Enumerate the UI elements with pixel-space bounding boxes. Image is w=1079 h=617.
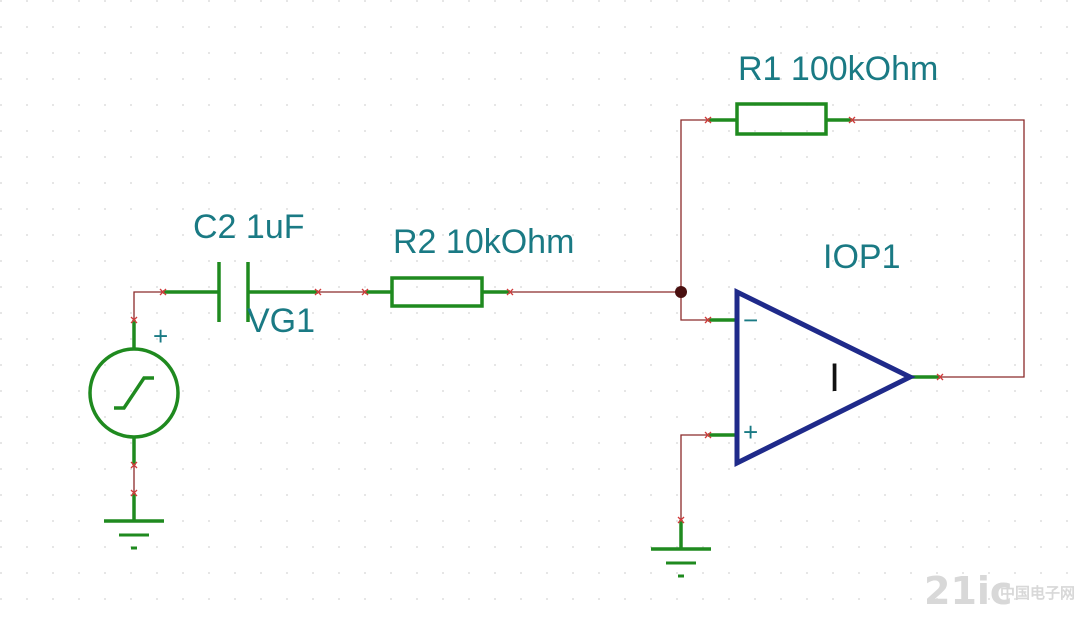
opamp-inverting-symbol: −: [743, 305, 758, 335]
watermark-main: 21ic: [924, 569, 1012, 613]
vg1-polarity: +: [153, 321, 168, 351]
iop1-label: IOP1: [823, 238, 900, 276]
r1-resistor[interactable]: [708, 102, 852, 136]
pin-markers: [130, 116, 944, 524]
step-waveform-icon: [114, 376, 154, 410]
junction-dot: [675, 286, 687, 298]
r1-label: R1 100kOhm: [738, 50, 938, 88]
iop1-opamp[interactable]: − + I: [708, 287, 940, 468]
r2-label: R2 10kOhm: [393, 223, 574, 261]
ground-right: [651, 520, 711, 578]
opamp-noninverting-symbol: +: [743, 417, 758, 447]
opamp-type-mark: I: [829, 356, 840, 400]
vg1-source[interactable]: +: [88, 320, 180, 465]
watermark: 21ic 中国电子网: [924, 569, 1075, 613]
r2-resistor[interactable]: [365, 276, 510, 308]
c2-label: C2 1uF: [193, 208, 305, 246]
opamp-triangle: [734, 287, 916, 468]
vg1-label: VG1: [247, 302, 315, 340]
c2-capacitor[interactable]: [163, 262, 318, 322]
watermark-sub: 中国电子网: [1000, 584, 1075, 602]
wire-junction-to-inv-input: [680, 292, 708, 321]
ground-left: [104, 493, 164, 550]
wire-r1-to-output: [852, 119, 1025, 378]
wire-junction-to-r1: [680, 119, 708, 292]
wire-noninv-to-ground: [680, 434, 708, 520]
wires: [133, 119, 1025, 520]
